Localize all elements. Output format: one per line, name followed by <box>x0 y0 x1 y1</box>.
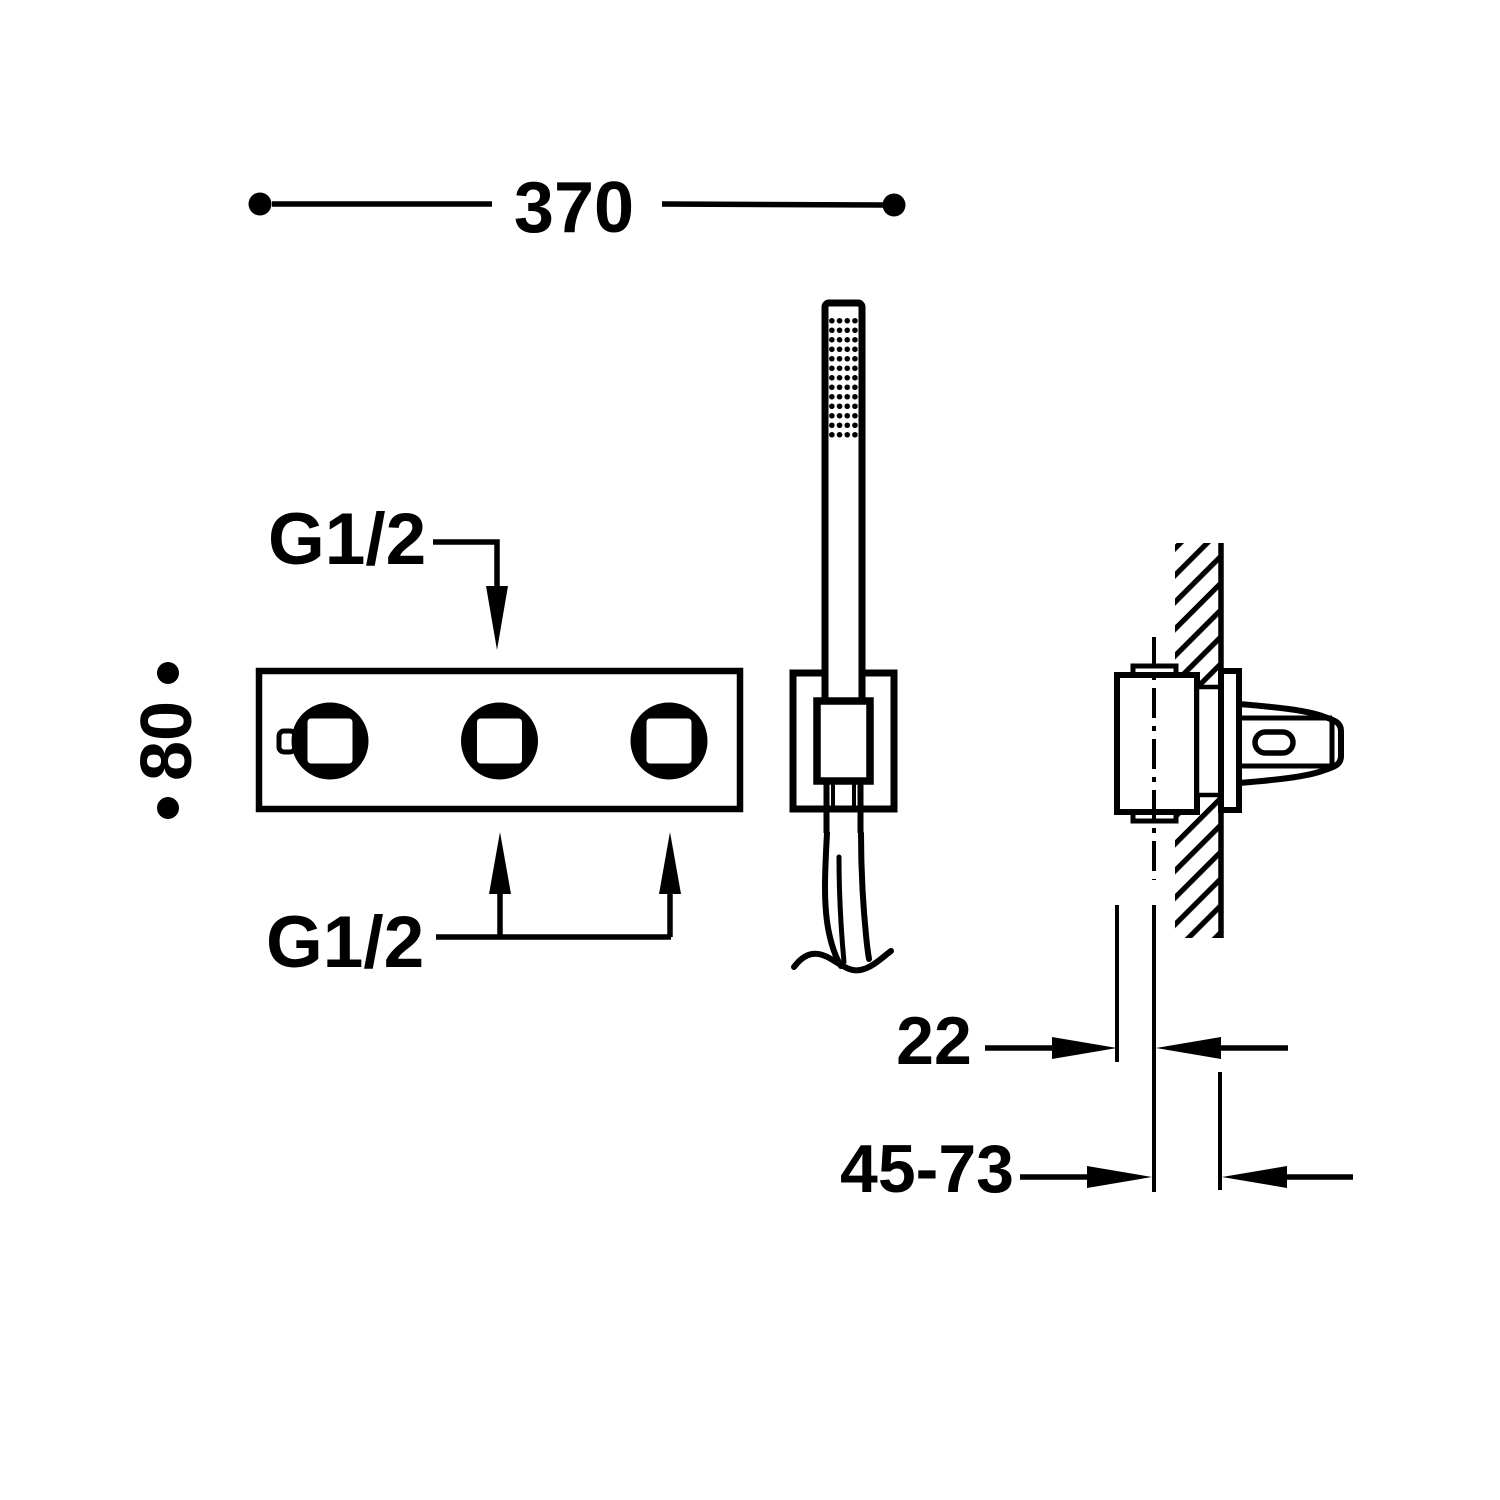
thread-label-bottom: G1/2 <box>266 832 681 983</box>
knob-2 <box>461 702 538 780</box>
dimension-dot-top <box>157 662 179 684</box>
plate-height-label: 80 <box>127 701 207 781</box>
leader-arrow-up-icon-1 <box>489 832 511 894</box>
install-depth-range-label: 45-73 <box>840 1131 1014 1207</box>
leader-arrow-up-icon-2 <box>659 832 681 894</box>
knob-3-square <box>641 713 697 769</box>
arrow-left-icon-2 <box>1222 1166 1287 1188</box>
hose-inner-contour <box>836 854 847 965</box>
dimension-dot-right <box>882 193 906 217</box>
dimension-plate-height: 80 <box>127 662 207 819</box>
wand-grip <box>823 781 864 833</box>
valve-sleeve <box>1194 684 1224 798</box>
dimension-overall-width: 370 <box>248 168 906 248</box>
dimension-dot-bottom <box>157 797 179 819</box>
knob-1-square <box>302 713 358 769</box>
holder-clamp <box>813 697 874 785</box>
dimension-install-depth-range: 45-73 <box>840 1072 1353 1207</box>
hose-right-contour <box>858 830 872 962</box>
valve-body <box>1114 672 1200 815</box>
wall-flange <box>1218 668 1242 813</box>
side-section-view <box>1114 543 1344 938</box>
leader-line-top <box>433 539 500 588</box>
dimension-min-depth: 22 <box>896 905 1288 1192</box>
hose-break-wave <box>791 948 894 974</box>
thread-bottom-label: G1/2 <box>266 902 424 983</box>
knob-2-square <box>472 713 527 769</box>
shower-hose <box>791 830 894 974</box>
hand-shower-assembly <box>789 299 898 974</box>
handle-slot <box>1252 729 1296 756</box>
wall-hatch-upper <box>1175 543 1221 687</box>
overall-width-label: 370 <box>514 168 634 248</box>
wall-hatch-lower <box>1175 795 1221 938</box>
leader-arrow-down-icon <box>486 586 508 650</box>
dimension-dot-left <box>248 192 272 216</box>
valve-handle <box>1236 700 1344 787</box>
hose-left-contour <box>822 830 844 969</box>
arrow-right-icon-2 <box>1087 1166 1152 1188</box>
arrow-right-icon-1 <box>1052 1037 1117 1059</box>
dimension-line-right <box>661 201 884 208</box>
mixer-plate-front-view <box>255 667 744 813</box>
knob-1 <box>276 702 369 780</box>
spray-face-dots <box>828 316 859 440</box>
thread-label-top: G1/2 <box>268 499 508 650</box>
min-depth-label: 22 <box>896 1003 972 1079</box>
arrow-left-icon-1 <box>1156 1037 1221 1059</box>
thread-top-label: G1/2 <box>268 499 426 580</box>
knob-3 <box>630 702 708 780</box>
